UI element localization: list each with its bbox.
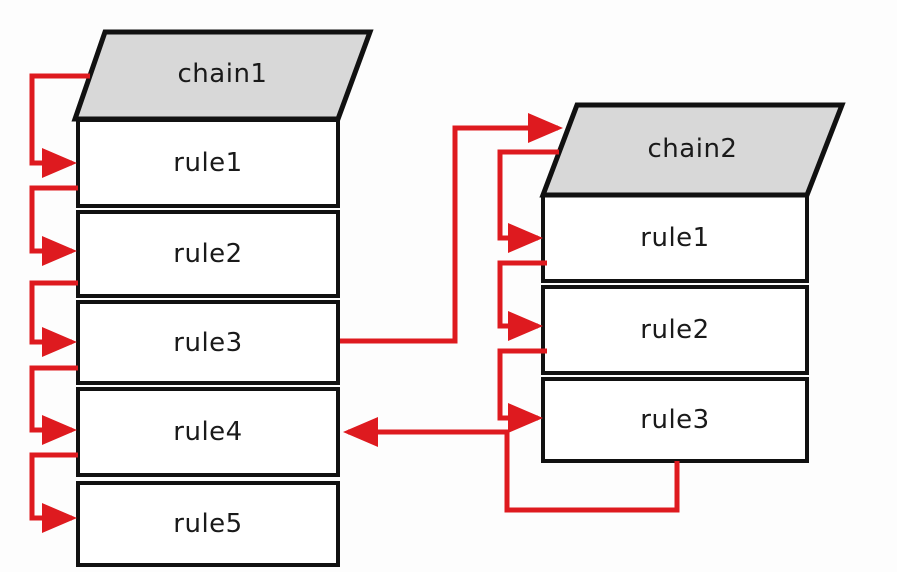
chain1-rule5-label: rule5 [173,509,243,539]
chain1-rule2-label: rule2 [173,239,243,269]
chain1-rule4-box: rule4 [76,387,340,477]
chain1-rule5-box: rule5 [76,481,340,567]
arrow-chain1-rule3-to-chain2 [340,113,563,344]
chain1-rule1-label: rule1 [173,148,243,178]
chain2-rule2-box: rule2 [541,285,809,375]
arrow-chain1-rule1-to-rule2 [29,185,78,266]
chain1-rule4-label: rule4 [173,417,243,447]
arrow-chain1-rule2-to-rule3 [29,280,78,357]
chain1-title: chain1 [177,59,268,89]
chain2-rule1-label: rule1 [640,223,710,253]
chain1-rule3-box: rule3 [76,300,340,385]
arrow-chain2-rule2-to-rule3 [497,348,547,433]
chain2-rule1-box: rule1 [541,193,809,283]
chain1-rule3-label: rule3 [173,327,243,358]
chain1-rule1-box: rule1 [76,118,340,208]
arrow-chain1-rule4-to-rule5 [29,452,78,533]
arrow-chain2-rule1-to-rule2 [497,260,547,341]
chain2-rule3-label: rule3 [640,405,710,435]
chain2-title: chain2 [647,134,738,164]
arrow-chain1-rule3-to-rule4 [29,365,78,445]
chain2-rule3-box: rule3 [541,377,809,463]
chain1-rule2-box: rule2 [76,210,340,298]
chain2-rule2-label: rule2 [640,315,710,345]
